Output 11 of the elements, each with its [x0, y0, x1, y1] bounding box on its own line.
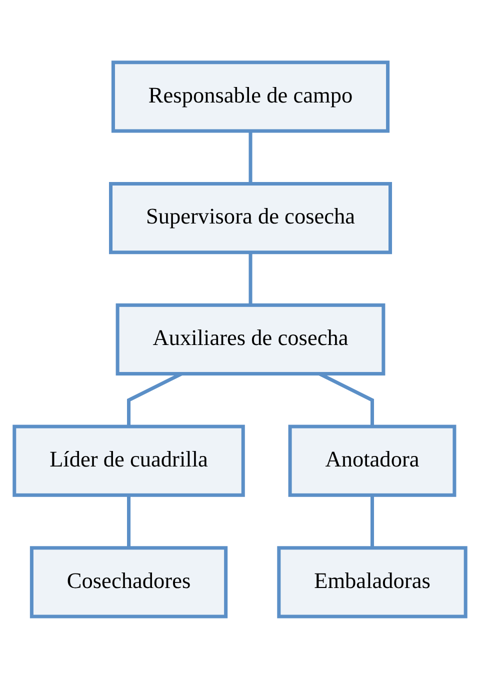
- connector: [248, 131, 252, 184]
- node-box: Responsable de campo: [111, 60, 390, 133]
- node-box: Anotadora: [288, 424, 456, 497]
- node-box: Embaladoras: [277, 546, 468, 618]
- connector: [248, 252, 252, 306]
- node-box: Supervisora de cosecha: [109, 182, 392, 254]
- node-box: Cosechadores: [30, 546, 228, 618]
- node-box: Auxiliares de cosecha: [116, 303, 386, 376]
- node-box: Líder de cuadrilla: [12, 424, 245, 497]
- connector: [370, 495, 374, 548]
- connector: [127, 495, 131, 548]
